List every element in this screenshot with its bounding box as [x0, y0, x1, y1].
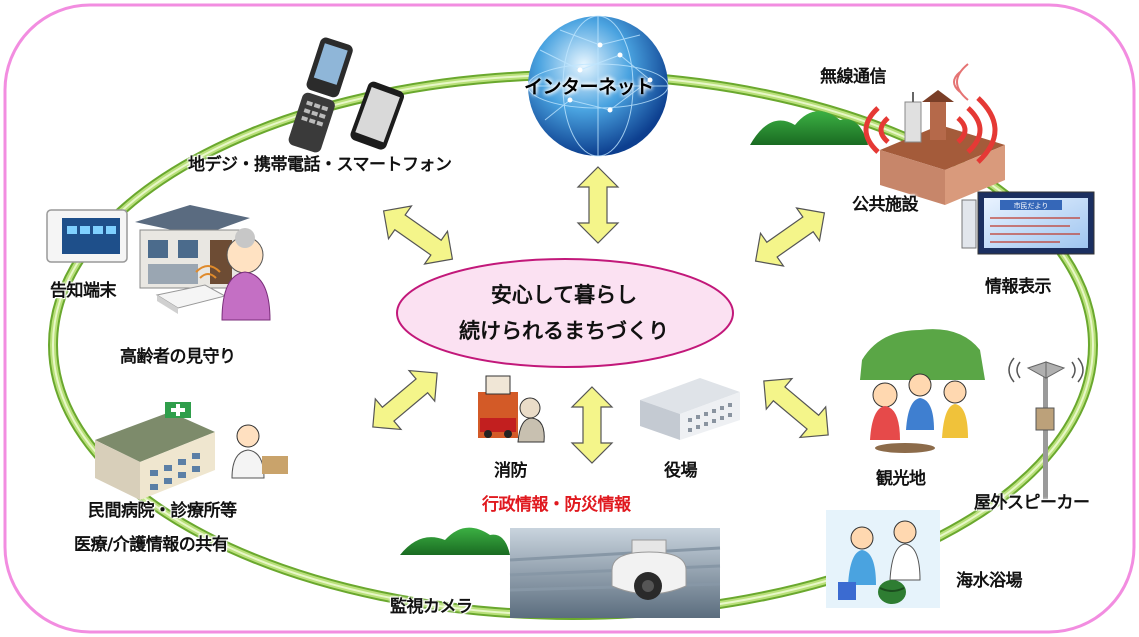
display-board-icon: 市民だより [961, 191, 1095, 255]
city-office-icon [640, 378, 740, 440]
router-icon [155, 265, 227, 314]
center-line-2: 続けられるまちづくり [459, 319, 669, 343]
tourism-crowd-icon [860, 329, 985, 453]
label-info-display: 情報表示 [985, 277, 1052, 297]
elderly-woman-icon [221, 228, 271, 321]
label-beach: 海水浴場 [956, 571, 1023, 591]
label-mobile: 地デジ・携帯電話・スマートフォン [188, 155, 452, 175]
label-hospital: 民間病院・診療所等 [88, 501, 237, 521]
fire-station-icon [478, 375, 545, 443]
arrow-upper-right [754, 207, 826, 267]
arrow-lower-right [763, 377, 829, 439]
doctor-icon [231, 424, 288, 479]
arrow-bottom [570, 386, 614, 464]
label-city-office: 役場 [664, 461, 698, 481]
radio-tower-icon [863, 63, 998, 164]
public-facility-icon [880, 90, 1005, 205]
arrow-top [576, 166, 620, 244]
beach-kids-icon [826, 510, 940, 608]
label-terminal: 告知端末 [50, 281, 117, 301]
house-icon [135, 205, 250, 289]
center-line-1: 安心して暮らし [490, 283, 638, 307]
hill-icon [400, 111, 868, 555]
smartphone-icon [350, 81, 405, 150]
arrow-lower-left [372, 369, 438, 431]
center-goal-text: 安心して暮らし 続けられるまちづくり [404, 277, 724, 349]
globe-icon [527, 15, 669, 157]
hospital-icon [95, 402, 215, 500]
label-fire-dept: 消防 [494, 461, 528, 481]
label-tourism: 観光地 [876, 469, 926, 489]
label-public-facility: 公共施設 [852, 195, 919, 215]
label-internet: インターネット [524, 76, 654, 98]
surveillance-camera-icon [509, 528, 721, 618]
flip-phone-icon [288, 37, 353, 153]
label-elderly-watch: 高齢者の見守り [120, 347, 236, 367]
loudspeaker-icon [1008, 357, 1084, 500]
display-sign-title: 市民だより [1014, 201, 1049, 210]
label-outdoor-speaker: 屋外スピーカー [974, 493, 1090, 513]
label-gov-info: 行政情報・防災情報 [482, 495, 631, 515]
arrow-upper-left [382, 205, 454, 265]
center-goal-ellipse [396, 258, 734, 368]
label-medical-share: 医療/介護情報の共有 [74, 535, 229, 555]
label-wireless: 無線通信 [820, 67, 887, 87]
label-camera: 監視カメラ [390, 597, 473, 617]
tablet-terminal-icon [46, 209, 128, 263]
